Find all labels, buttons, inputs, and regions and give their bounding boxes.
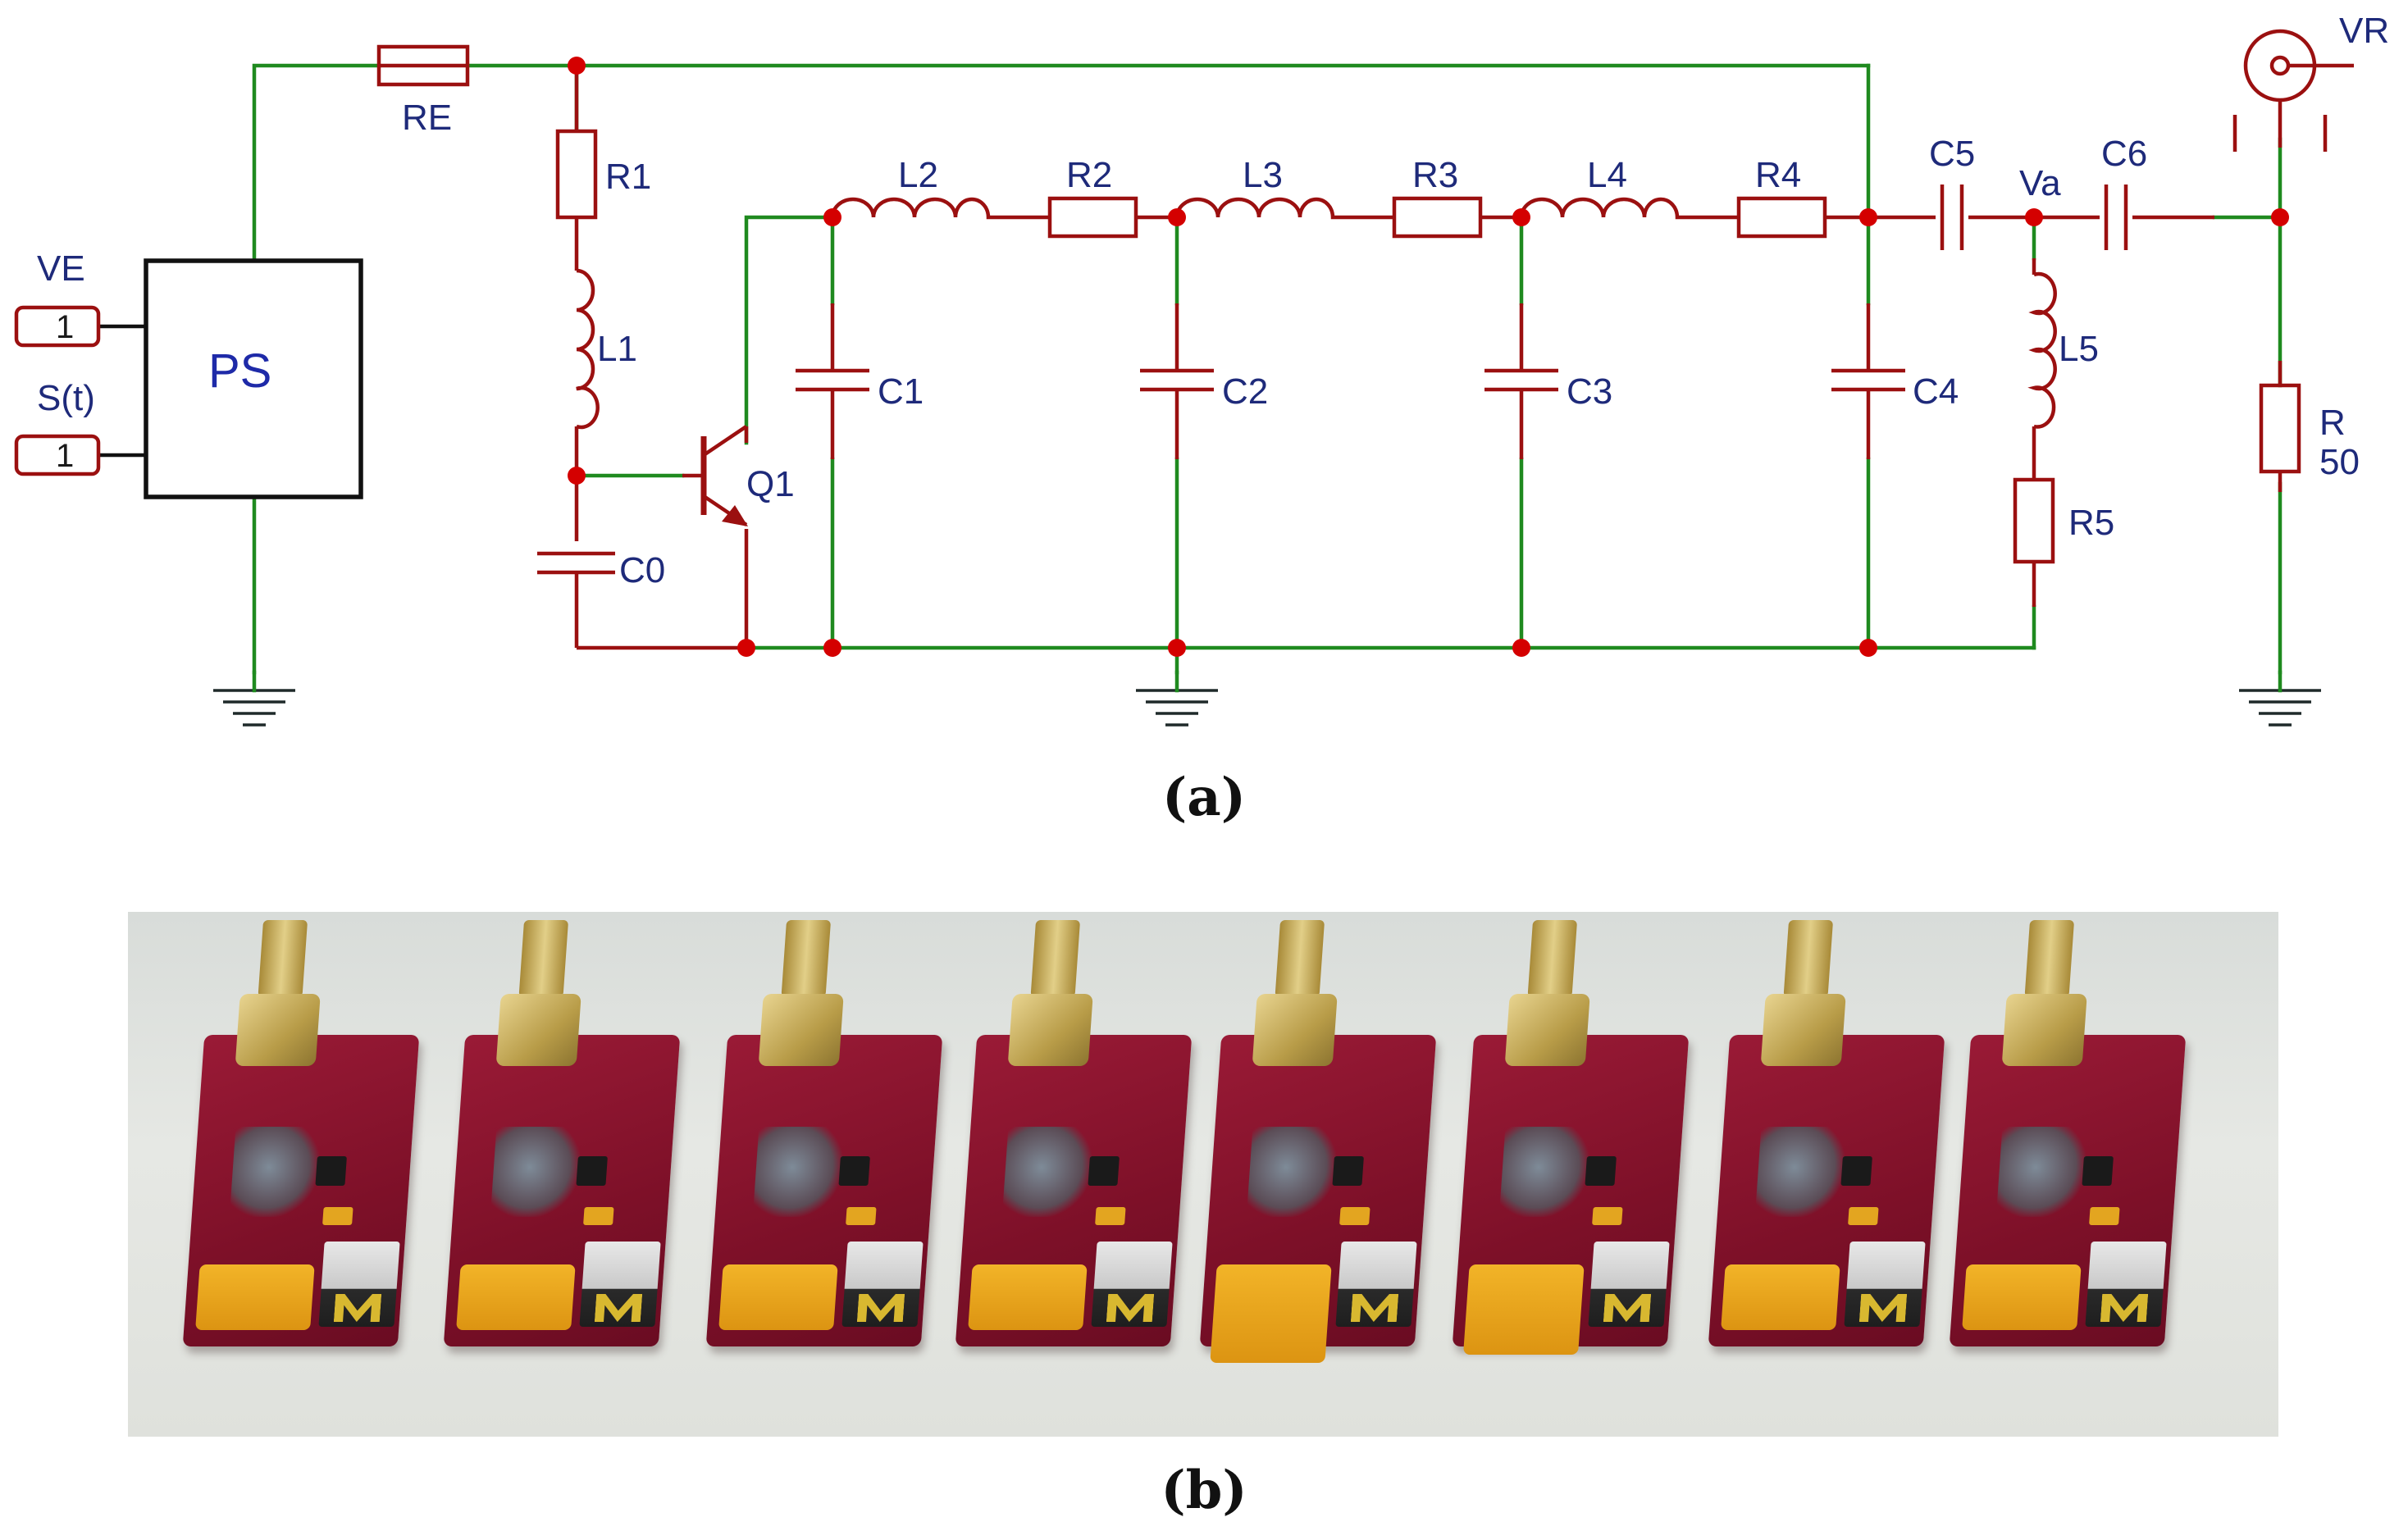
photo-pcb-boards bbox=[128, 912, 2278, 1437]
resistor-R3 bbox=[1392, 196, 1521, 239]
label-L3: L3 bbox=[1243, 155, 1283, 195]
pcb-board bbox=[1949, 920, 2187, 1346]
label-R3: R3 bbox=[1412, 155, 1458, 195]
pcb-board bbox=[1708, 920, 1945, 1346]
label-C0: C0 bbox=[619, 550, 665, 590]
label-RE: RE bbox=[402, 98, 452, 138]
label-L4: L4 bbox=[1587, 155, 1627, 195]
inductor-L2 bbox=[830, 197, 1050, 220]
pcb-board bbox=[1452, 920, 1690, 1355]
pcb-board bbox=[955, 920, 1193, 1346]
resistor-load bbox=[2259, 361, 2301, 492]
pcb-board bbox=[705, 920, 943, 1346]
label-Va: Va bbox=[2019, 163, 2061, 203]
label-L5: L5 bbox=[2059, 329, 2099, 369]
port-VE: 1 VE bbox=[14, 248, 146, 348]
resistor-R4 bbox=[1736, 196, 1868, 239]
resistor-R5 bbox=[2013, 477, 2055, 564]
port-St: 1 S(t) bbox=[14, 378, 146, 476]
capacitor-C1 bbox=[796, 303, 869, 459]
label-R-load: R bbox=[2319, 403, 2346, 443]
label-C6: C6 bbox=[2101, 134, 2147, 174]
capacitor-C0 bbox=[537, 551, 615, 582]
label-L1: L1 bbox=[597, 329, 637, 369]
vr-probe-icon bbox=[2232, 29, 2354, 152]
capacitor-C6 bbox=[2104, 185, 2128, 250]
label-R1: R1 bbox=[605, 157, 651, 197]
caption-b: (b) bbox=[1161, 1460, 1247, 1521]
component-labels: RE R1 L1 C0 Q1 C1 L2 R2 C2 L3 R3 C3 L4 R… bbox=[402, 11, 2389, 590]
resistor-R2 bbox=[1047, 196, 1177, 239]
port-St-label: S(t) bbox=[37, 378, 95, 418]
label-R4: R4 bbox=[1755, 155, 1801, 195]
inductor-L1 bbox=[576, 268, 600, 430]
inductor-L4 bbox=[1519, 197, 1739, 220]
label-R5: R5 bbox=[2068, 503, 2114, 543]
label-R2: R2 bbox=[1066, 155, 1112, 195]
ps-block: PS bbox=[144, 258, 363, 499]
label-C3: C3 bbox=[1567, 371, 1612, 412]
label-C4: C4 bbox=[1913, 371, 1959, 412]
port-VE-value: 1 bbox=[56, 309, 74, 345]
pcb-board bbox=[1199, 920, 1437, 1363]
inductor-L5 bbox=[2027, 271, 2057, 429]
schematic-wires bbox=[252, 63, 2283, 675]
ground-icon bbox=[1136, 670, 1218, 727]
transistor-Q1 bbox=[682, 425, 749, 526]
port-VE-label: VE bbox=[37, 248, 85, 289]
resistor-R1 bbox=[555, 66, 598, 220]
pcb-board bbox=[443, 920, 681, 1346]
ground-icon bbox=[213, 670, 295, 727]
capacitor-C2 bbox=[1140, 303, 1214, 459]
label-VR: VR bbox=[2339, 11, 2389, 51]
label-L2: L2 bbox=[898, 155, 938, 195]
label-C1: C1 bbox=[878, 371, 924, 412]
ps-label: PS bbox=[208, 344, 271, 398]
inductor-L3 bbox=[1174, 197, 1394, 220]
label-R-load-value: 50 bbox=[2319, 442, 2360, 482]
label-C2: C2 bbox=[1222, 371, 1268, 412]
junction-nodes bbox=[568, 57, 2289, 657]
capacitor-C3 bbox=[1484, 303, 1558, 459]
label-C5: C5 bbox=[1929, 134, 1975, 174]
label-Q1: Q1 bbox=[746, 464, 795, 504]
resistor-RE bbox=[376, 44, 470, 87]
circuit-schematic: PS 1 VE 1 S(t) bbox=[14, 11, 2389, 727]
ground-icon bbox=[2239, 670, 2321, 727]
pcb-board bbox=[182, 920, 420, 1346]
port-St-value: 1 bbox=[56, 438, 74, 474]
capacitor-C5 bbox=[1940, 185, 1964, 250]
capacitor-C4 bbox=[1831, 303, 1905, 459]
caption-a: (a) bbox=[1161, 767, 1247, 828]
